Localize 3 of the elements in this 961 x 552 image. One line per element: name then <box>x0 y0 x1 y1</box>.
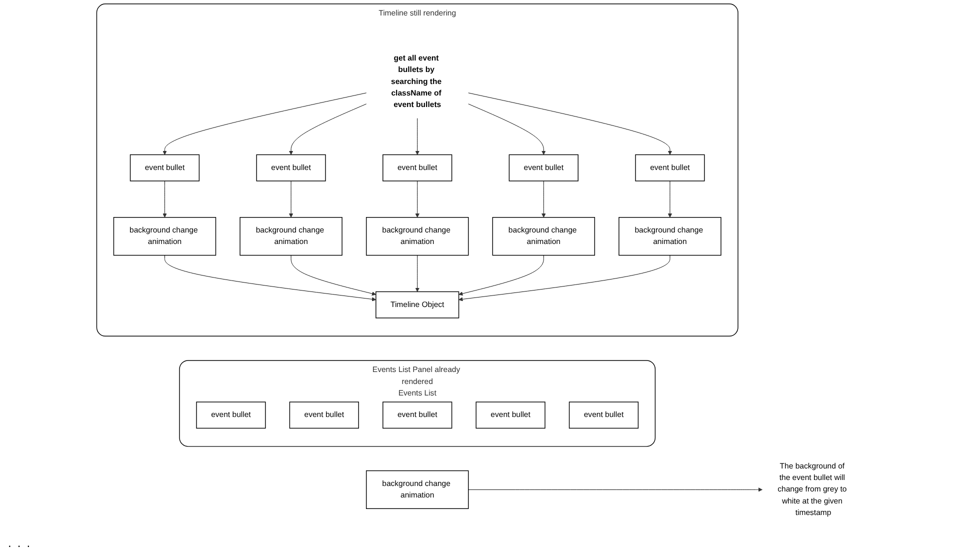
ellipsis-dot: . <box>8 536 12 550</box>
ellipsis-dot: . <box>26 536 30 550</box>
ellipsis-dot: . <box>17 536 21 550</box>
